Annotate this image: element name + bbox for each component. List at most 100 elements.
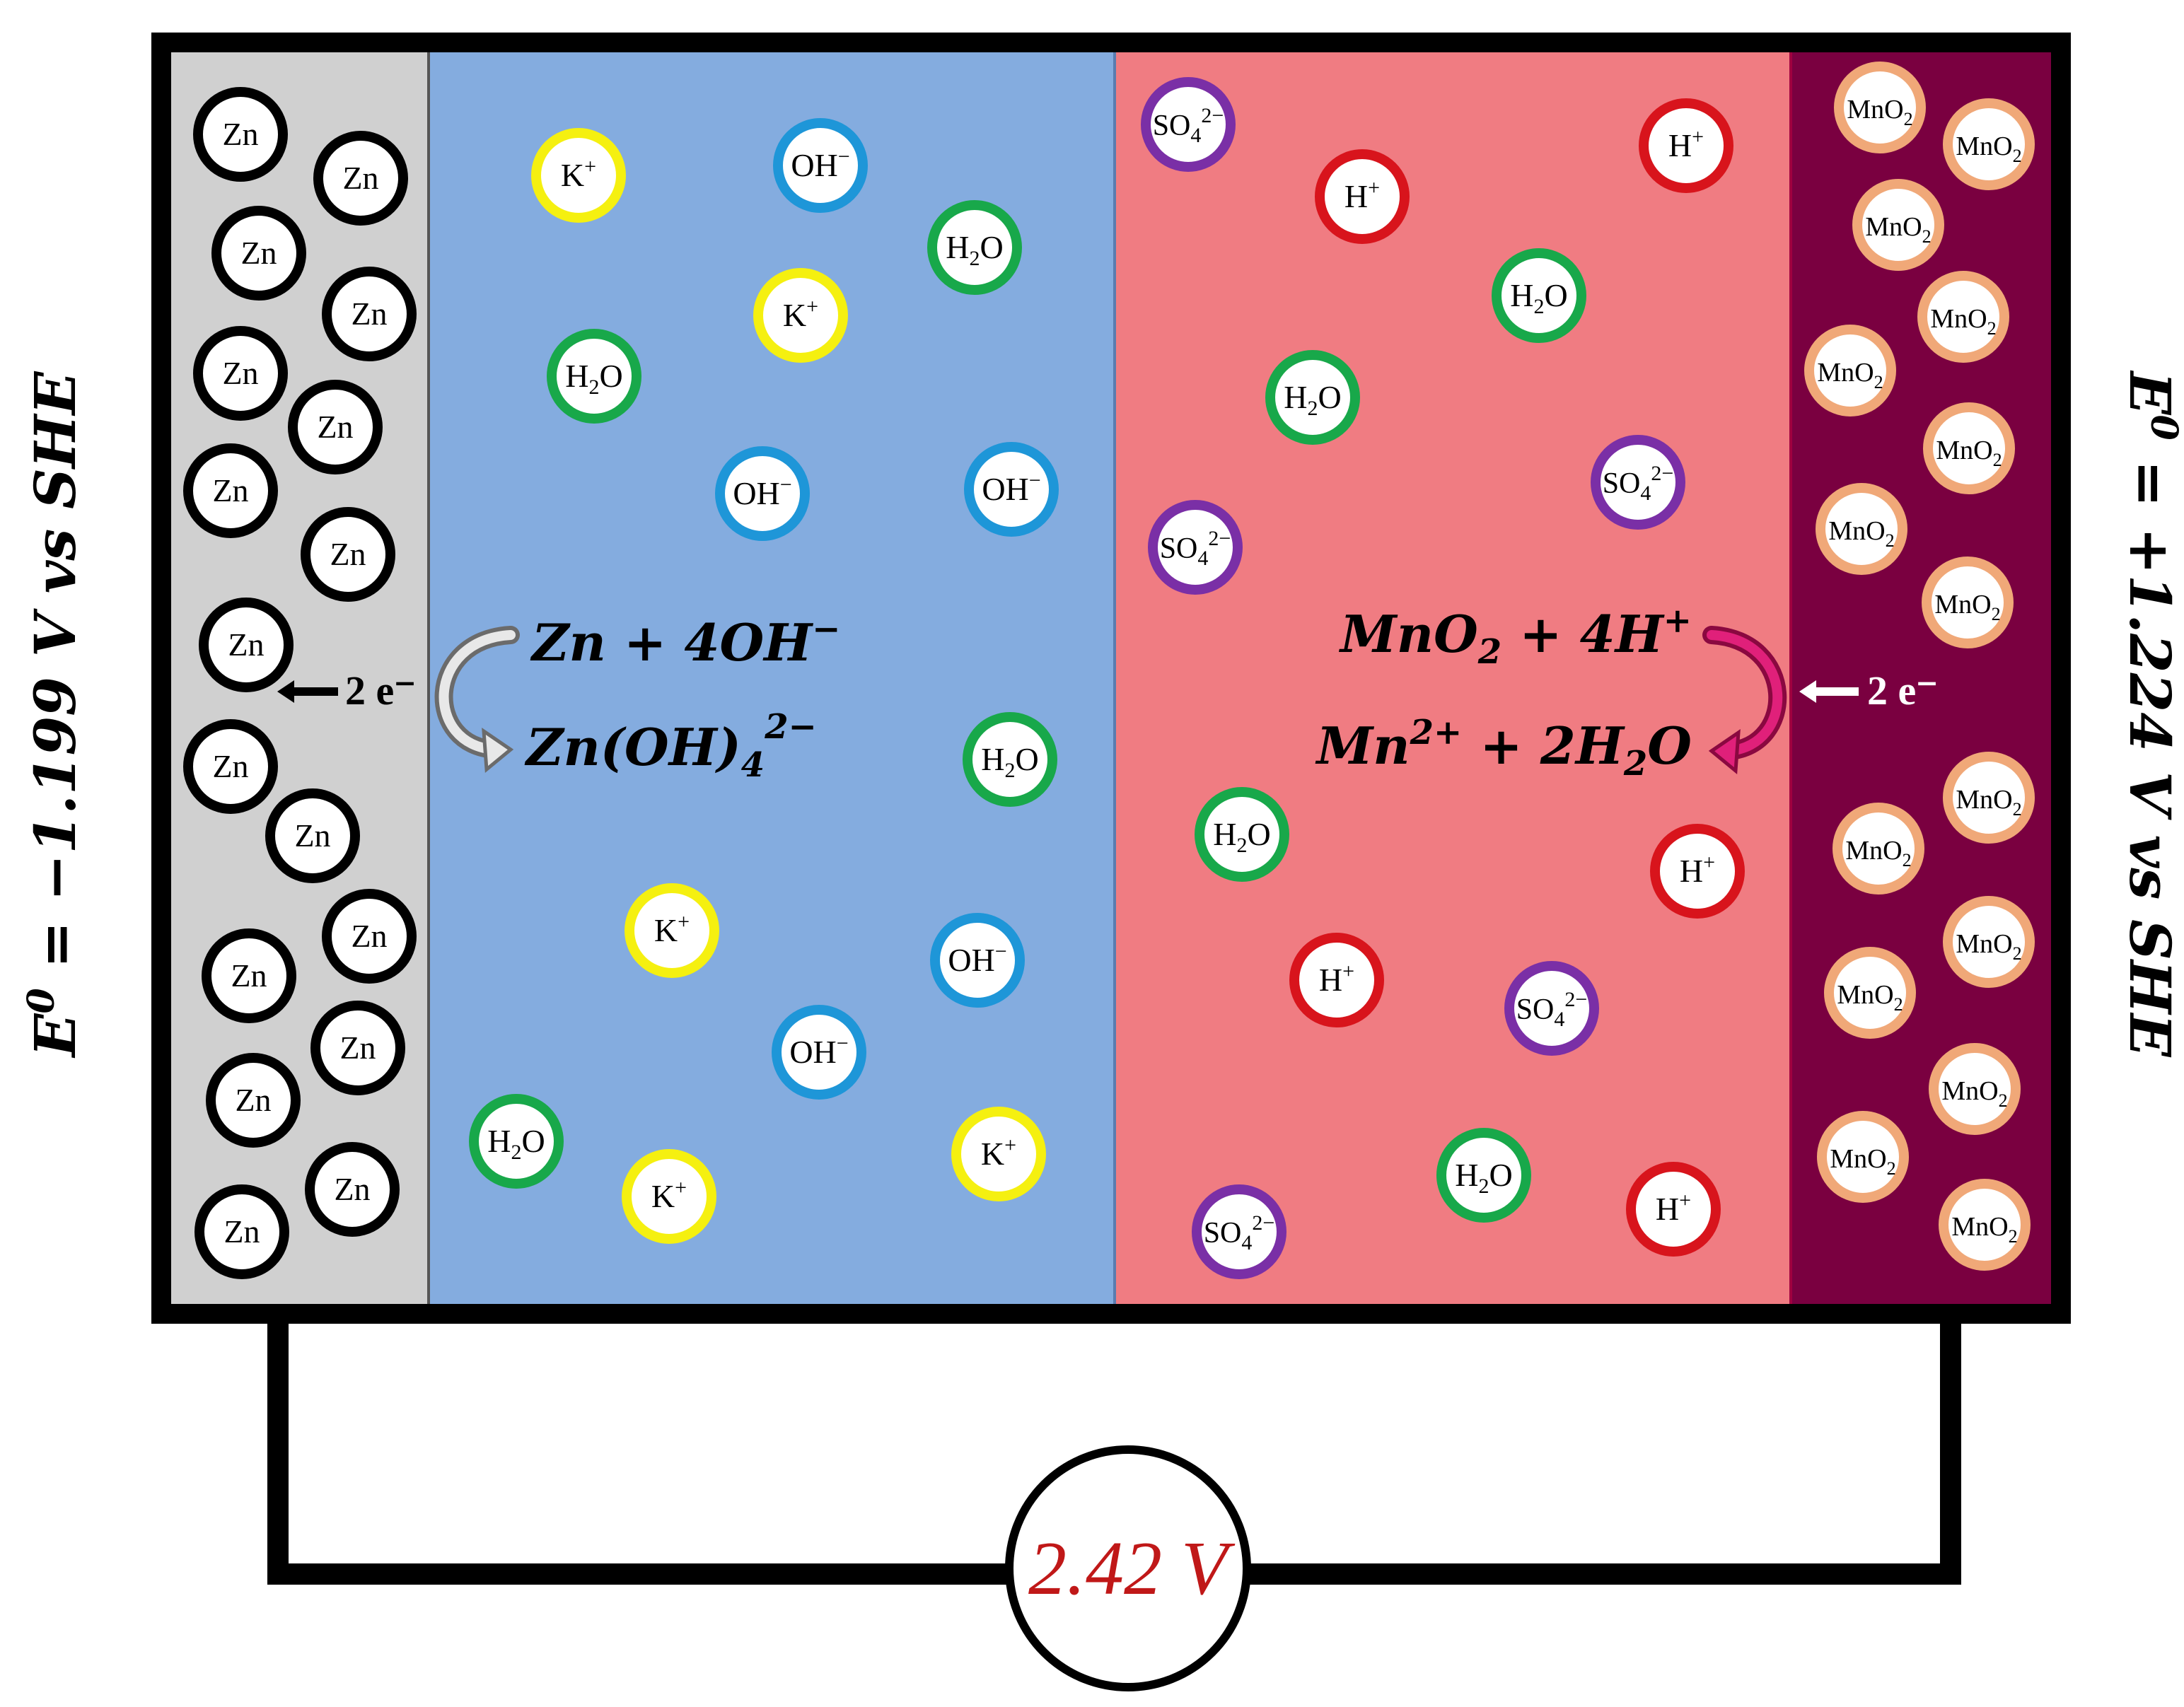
anode-reaction: Zn + 4OH− Zn(OH)42−: [434, 610, 840, 785]
mno2-particle-label-part: MnO: [1817, 358, 1874, 388]
k-particle-ring: [951, 1107, 1046, 1201]
cathode-arrowhead-icon: [1708, 729, 1741, 774]
h2o-particle-label-part: H: [1213, 816, 1236, 852]
left-potential-e: E: [22, 1013, 88, 1058]
anode-curved-arrow-fill-icon: [438, 630, 516, 755]
mno2-particle-label-part: MnO: [1934, 590, 1991, 619]
mno2-particle: MnO2: [1832, 803, 1924, 895]
zn-particle-ring: [206, 1053, 301, 1148]
anode-reaction-reactants: Zn + 4OH−: [530, 610, 840, 672]
mno2-particle-label-part: 2: [1999, 1090, 2008, 1111]
cathode-reactant-b: + 4H: [1502, 604, 1665, 664]
h-particle-label-part: +: [1679, 1189, 1691, 1212]
k-particle: K+: [753, 268, 848, 363]
k-particle-label: K+: [651, 1176, 687, 1214]
mno2-particle-label: MnO2: [1951, 1212, 2017, 1247]
right-standard-potential: E0 = +1.224 V vs SHE: [2117, 371, 2184, 1058]
oh-particle: OH−: [715, 446, 810, 541]
mno2-particle-ring: [1852, 179, 1944, 271]
so4-particle-label: SO42−: [1516, 988, 1588, 1031]
h-particle-label: H+: [1344, 176, 1380, 214]
h-particle-label-part: +: [1368, 176, 1380, 199]
cathode-product-b-sub: 2: [1623, 744, 1647, 783]
mno2-particle-label-part: MnO: [1936, 436, 1992, 465]
h-particle-label-part: H: [1319, 962, 1342, 998]
mno2-particle: MnO2: [1923, 402, 2015, 494]
so4-particle: SO42−: [1192, 1184, 1286, 1279]
mno2-particle-label-part: 2: [1886, 530, 1895, 551]
zn-particle: Zn: [305, 1142, 400, 1237]
mno2-particle-label-part: 2: [1874, 372, 1883, 392]
h-particle-ring: [1315, 149, 1410, 244]
zn-particle-label: Zn: [342, 160, 378, 196]
anode-reactants-text: Zn + 4OH: [530, 612, 813, 672]
k-particle-label-part: K: [783, 297, 806, 333]
h-particle-label-part: H: [1344, 178, 1368, 214]
mno2-particle-ring: [1832, 803, 1924, 895]
h2o-particle-ring: [1492, 248, 1586, 343]
zn-particle-ring: [313, 131, 408, 226]
h-particle: H+: [1289, 933, 1384, 1027]
h2o-particle-ring: [1265, 350, 1360, 445]
so4-particle-label-part: 4: [1197, 547, 1208, 570]
zn-particle: Zn: [322, 267, 417, 361]
h2o-particle-label-part: 2: [589, 375, 600, 399]
mno2-particle: MnO2: [1834, 62, 1926, 153]
so4-particle-label-part: 4: [1190, 124, 1201, 147]
right-electron-arrowhead-icon: [1799, 680, 1816, 703]
cathode-reaction-products: Mn2+ + 2H2O: [1315, 713, 1692, 783]
h-particle-label-part: H: [1680, 853, 1703, 889]
mno2-particle-label-part: 2: [1904, 109, 1913, 129]
zn-particle-ring: [193, 87, 288, 182]
k-particle: K+: [625, 883, 719, 978]
cathode-reactant-a-sub: 2: [1477, 632, 1502, 672]
oh-particle-label-part: −: [780, 473, 792, 496]
zn-particle-label-part: Zn: [231, 957, 267, 994]
zn-particle-label: Zn: [231, 957, 267, 994]
mno2-particle-ring: [1917, 271, 2009, 363]
h-particle-ring: [1289, 933, 1384, 1027]
mno2-particle: MnO2: [1824, 947, 1916, 1039]
zn-particle-ring: [183, 719, 278, 814]
cathode-product-b: + 2H: [1462, 716, 1625, 776]
oh-particle-label: OH−: [791, 145, 849, 183]
anode-arrowhead-icon: [482, 728, 514, 773]
oh-particle-label-part: OH: [948, 942, 994, 978]
h2o-particle: H2O: [927, 200, 1022, 295]
h2o-particle-ring: [469, 1094, 564, 1189]
k-particle-label: K+: [654, 910, 690, 948]
right-potential-sup: 0: [2142, 415, 2184, 441]
so4-particle: SO42−: [1591, 435, 1685, 530]
oh-particle-label-part: −: [837, 1032, 849, 1055]
cathode-product-c: O: [1647, 716, 1692, 776]
zn-particle: Zn: [301, 507, 395, 602]
h2o-particle-label-part: O: [1489, 1157, 1513, 1193]
so4-particle-label-part: 2−: [1208, 527, 1231, 550]
oh-particle-label: OH−: [982, 469, 1040, 507]
mno2-particle-label-part: MnO: [1865, 212, 1922, 242]
zn-particle-ring: [288, 380, 383, 474]
right-potential-e: E: [2117, 371, 2183, 416]
zn-particle: Zn: [183, 443, 278, 538]
h2o-particle-ring: [1195, 787, 1289, 882]
mno2-particle-ring: [1939, 1179, 2031, 1271]
h-particle-ring: [1626, 1162, 1721, 1257]
cathode-product-a-sup: 2+: [1410, 713, 1463, 752]
zn-particle-ring: [193, 326, 288, 421]
h2o-particle-label-part: O: [1248, 816, 1271, 852]
zn-particle-label-part: Zn: [222, 355, 258, 391]
h2o-particle-label: H2O: [565, 358, 622, 399]
so4-particle-label-part: 2−: [1564, 988, 1587, 1011]
h2o-particle-label-part: O: [980, 229, 1004, 265]
h2o-particle-ring: [547, 329, 641, 424]
h2o-particle-label-part: H: [1510, 277, 1533, 313]
so4-particle-label-part: SO: [1603, 467, 1641, 500]
oh-particle: OH−: [772, 1005, 866, 1100]
zn-particle-label: Zn: [334, 1171, 370, 1207]
oh-particle-label-part: −: [1029, 469, 1041, 492]
h-particle-label: H+: [1668, 125, 1704, 163]
mno2-particle-label: MnO2: [1930, 304, 1996, 339]
so4-particle-label-part: 2−: [1252, 1211, 1274, 1235]
mno2-particle-ring: [1929, 1043, 2021, 1135]
